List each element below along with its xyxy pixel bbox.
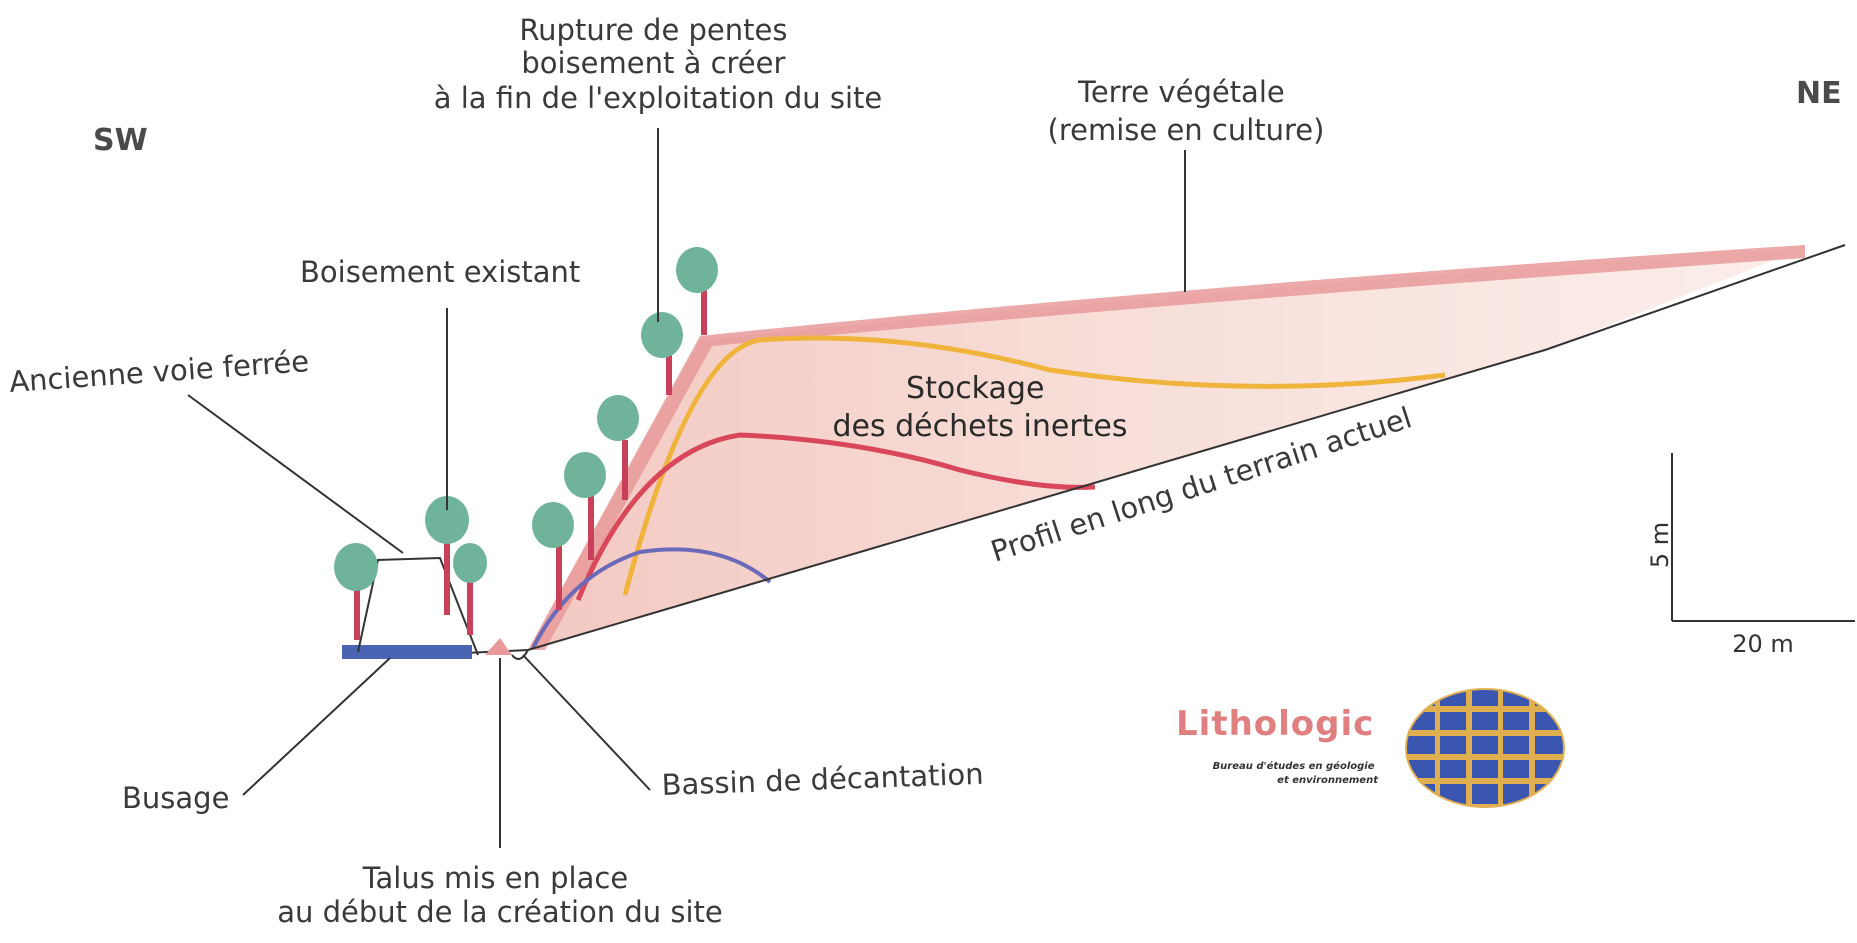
tree-icon — [425, 496, 469, 615]
label-stockage: Stockage des déchets inertes — [832, 371, 1127, 444]
tree-icon — [597, 395, 639, 500]
label-talus: Talus mis en place au début de la créati… — [277, 861, 723, 929]
scale-vertical-label: 5 m — [1646, 522, 1674, 568]
logo-name: Lithologic — [1176, 704, 1374, 744]
yellow-fill-line — [622, 335, 1446, 596]
red-fill-line — [575, 432, 1096, 601]
tree-icon — [334, 543, 378, 640]
tree-icon — [532, 502, 574, 610]
railway-embankment — [357, 556, 479, 656]
lithologic-logo: Lithologic Bureau d'études en géologie e… — [1176, 688, 1565, 808]
logo-tagline: Bureau d'études en géologie et environne… — [1213, 760, 1380, 786]
leader-lines — [187, 128, 1186, 848]
label-bassin: Bassin de décantation — [661, 757, 984, 802]
tree-icon — [453, 543, 487, 635]
basin-shape — [511, 649, 529, 660]
busage-bar — [342, 645, 472, 659]
waste-storage-area — [528, 248, 1805, 650]
tree-icon — [676, 247, 718, 335]
label-boisement-existant: Boisement existant — [300, 255, 580, 289]
scale-bar: 5 m 20 m — [1646, 453, 1855, 658]
label-busage: Busage — [122, 781, 229, 815]
tree-icon — [564, 452, 606, 560]
orientation-ne: NE — [1796, 76, 1842, 111]
tree-icon — [641, 312, 683, 395]
label-rupture: Rupture de pentes boisement à créer à la… — [434, 13, 882, 115]
trees — [334, 247, 718, 640]
scale-horizontal-label: 20 m — [1732, 630, 1794, 658]
label-ancienne-voie: Ancienne voie ferrée — [8, 344, 310, 399]
globe-icon — [1405, 688, 1565, 808]
orientation-sw: SW — [93, 123, 148, 158]
talus-mound — [485, 638, 512, 655]
label-terre-vegetale: Terre végétale (remise en culture) — [1048, 75, 1325, 147]
